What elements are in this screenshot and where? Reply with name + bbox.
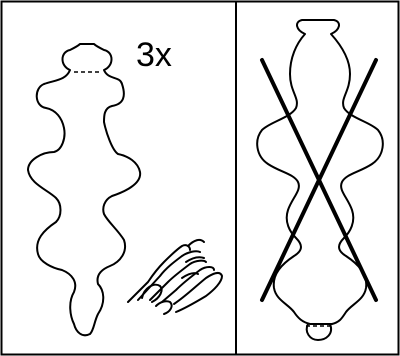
right-panel [257,20,383,340]
repeat-count-label: 3x [136,38,172,72]
cross-out-icon [262,60,376,300]
cushion-outline-left [28,44,140,335]
hand-pressing-icon [128,240,222,314]
left-panel [28,44,222,335]
